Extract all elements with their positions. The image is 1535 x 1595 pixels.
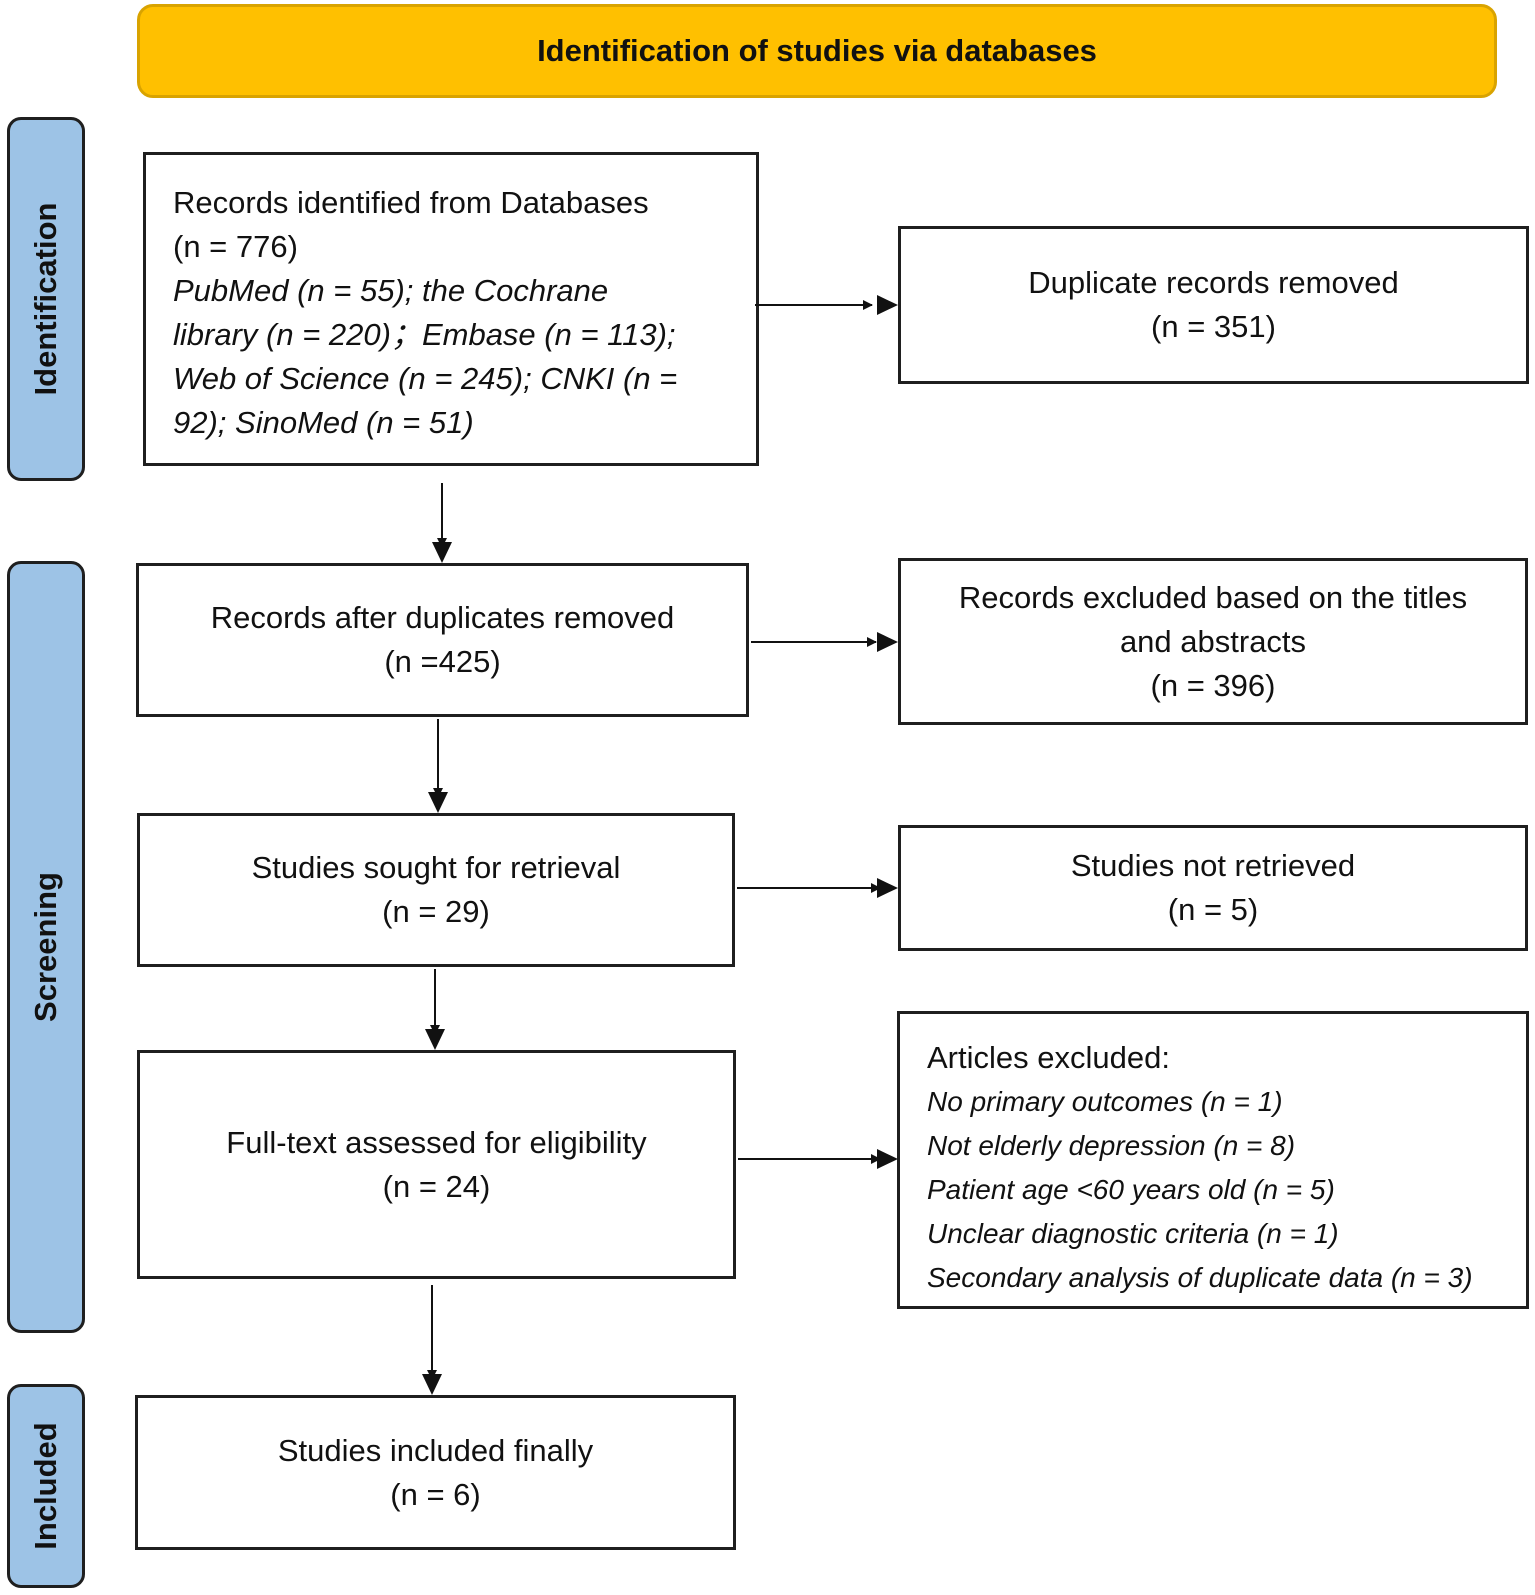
excluded-titles-title-1: Records excluded based on the titles xyxy=(958,579,1468,615)
sought-retrieval-title: Studies sought for retrieval xyxy=(251,850,621,885)
not-retrieved-title: Studies not retrieved xyxy=(1070,848,1356,883)
source-line-1: PubMed (n = 55); the Cochrane xyxy=(173,273,609,308)
included-finally-count: (n = 6) xyxy=(390,1476,481,1512)
after-duplicates-title: Records after duplicates removed xyxy=(210,600,675,635)
records-identified-count: (n = 776) xyxy=(173,229,298,264)
duplicates-removed-count: (n = 351) xyxy=(1151,309,1276,344)
exclusion-reason-3: Patient age <60 years old (n = 5) xyxy=(927,1174,1335,1205)
header-banner: Identification of studies via databases xyxy=(137,4,1497,98)
source-line-3: Web of Science (n = 245); CNKI (n = xyxy=(173,361,678,396)
sought-retrieval-count: (n = 29) xyxy=(382,894,490,929)
after-duplicates-count: (n =425) xyxy=(384,644,501,679)
source-line-2: library (n = 220)；Embase (n = 113); xyxy=(173,317,676,352)
excluded-titles-count: (n = 396) xyxy=(1150,667,1276,703)
not-retrieved-count: (n = 5) xyxy=(1167,892,1259,927)
exclusion-reason-1: No primary outcomes (n = 1) xyxy=(927,1086,1283,1117)
exclusion-reason-4: Unclear diagnostic criteria (n = 1) xyxy=(927,1218,1339,1249)
records-identified-box: Records identified from Databases (n = 7… xyxy=(143,152,759,466)
exclusion-reason-5: Secondary analysis of duplicate data (n … xyxy=(927,1262,1473,1293)
exclusion-reason-2: Not elderly depression (n = 8) xyxy=(927,1130,1296,1161)
after-duplicates-box: Records after duplicates removed (n =425… xyxy=(136,563,749,717)
source-line-4: 92); SinoMed (n = 51) xyxy=(173,405,474,440)
stage-identification: Identification xyxy=(7,117,85,481)
not-retrieved-box: Studies not retrieved (n = 5) xyxy=(898,825,1528,951)
duplicates-removed-box: Duplicate records removed (n = 351) xyxy=(898,226,1529,384)
records-identified-title: Records identified from Databases xyxy=(173,185,649,220)
excluded-titles-title-2: and abstracts xyxy=(1119,623,1307,659)
full-text-box: Full-text assessed for eligibility (n = … xyxy=(137,1050,736,1279)
stage-screening: Screening xyxy=(7,561,85,1333)
full-text-title: Full-text assessed for eligibility xyxy=(226,1124,647,1160)
full-text-count: (n = 24) xyxy=(382,1168,491,1204)
duplicates-removed-title: Duplicate records removed xyxy=(1028,265,1399,300)
header-title: Identification of studies via databases xyxy=(537,33,1097,68)
included-finally-title: Studies included finally xyxy=(277,1432,594,1468)
articles-excluded-title: Articles excluded: xyxy=(927,1040,1170,1075)
stage-included: Included xyxy=(7,1384,85,1588)
excluded-titles-box: Records excluded based on the titles and… xyxy=(898,558,1528,725)
included-finally-box: Studies included finally (n = 6) xyxy=(135,1395,736,1550)
articles-excluded-box: Articles excluded: No primary outcomes (… xyxy=(897,1011,1529,1309)
sought-retrieval-box: Studies sought for retrieval (n = 29) xyxy=(137,813,735,967)
